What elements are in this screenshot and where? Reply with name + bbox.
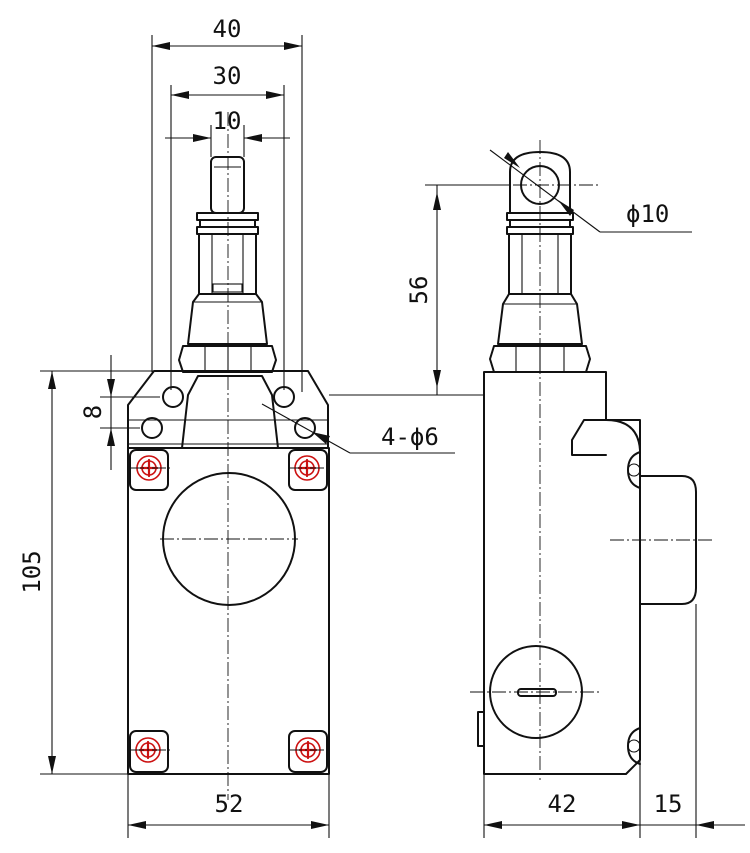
flange-hole-top-left — [162, 386, 184, 408]
front-flange-boss — [181, 375, 279, 449]
dim-depth-42: 42 — [548, 790, 577, 818]
side-view — [425, 140, 712, 780]
side-adjust-slot — [517, 688, 557, 697]
side-dimensions: 56 ϕ10 42 15 — [329, 149, 745, 838]
side-conduit-boss — [639, 475, 697, 605]
front-view — [127, 112, 330, 800]
dim-pitch-8: 8 — [79, 405, 107, 419]
dim-width-52: 52 — [215, 790, 244, 818]
front-plunger-stem — [210, 156, 245, 214]
dim-hole-phi10: ϕ10 — [626, 200, 669, 228]
side-main-body — [483, 371, 641, 775]
dim-width-10: 10 — [213, 107, 242, 135]
front-hex-sleeve — [198, 233, 257, 295]
dim-height-56: 56 — [405, 276, 433, 305]
front-main-body — [127, 447, 330, 775]
flange-hole-bottom-left — [141, 417, 163, 439]
dim-offset-15: 15 — [654, 790, 683, 818]
dim-holes-4-phi6: 4-ϕ6 — [381, 423, 439, 451]
dim-width-30: 30 — [213, 62, 242, 90]
front-collar-top — [196, 212, 259, 221]
flange-hole-bottom-right — [294, 417, 316, 439]
dim-width-40: 40 — [213, 15, 242, 43]
dim-height-105: 105 — [18, 550, 46, 593]
front-dimensions: 40 30 10 8 105 52 — [18, 15, 455, 838]
